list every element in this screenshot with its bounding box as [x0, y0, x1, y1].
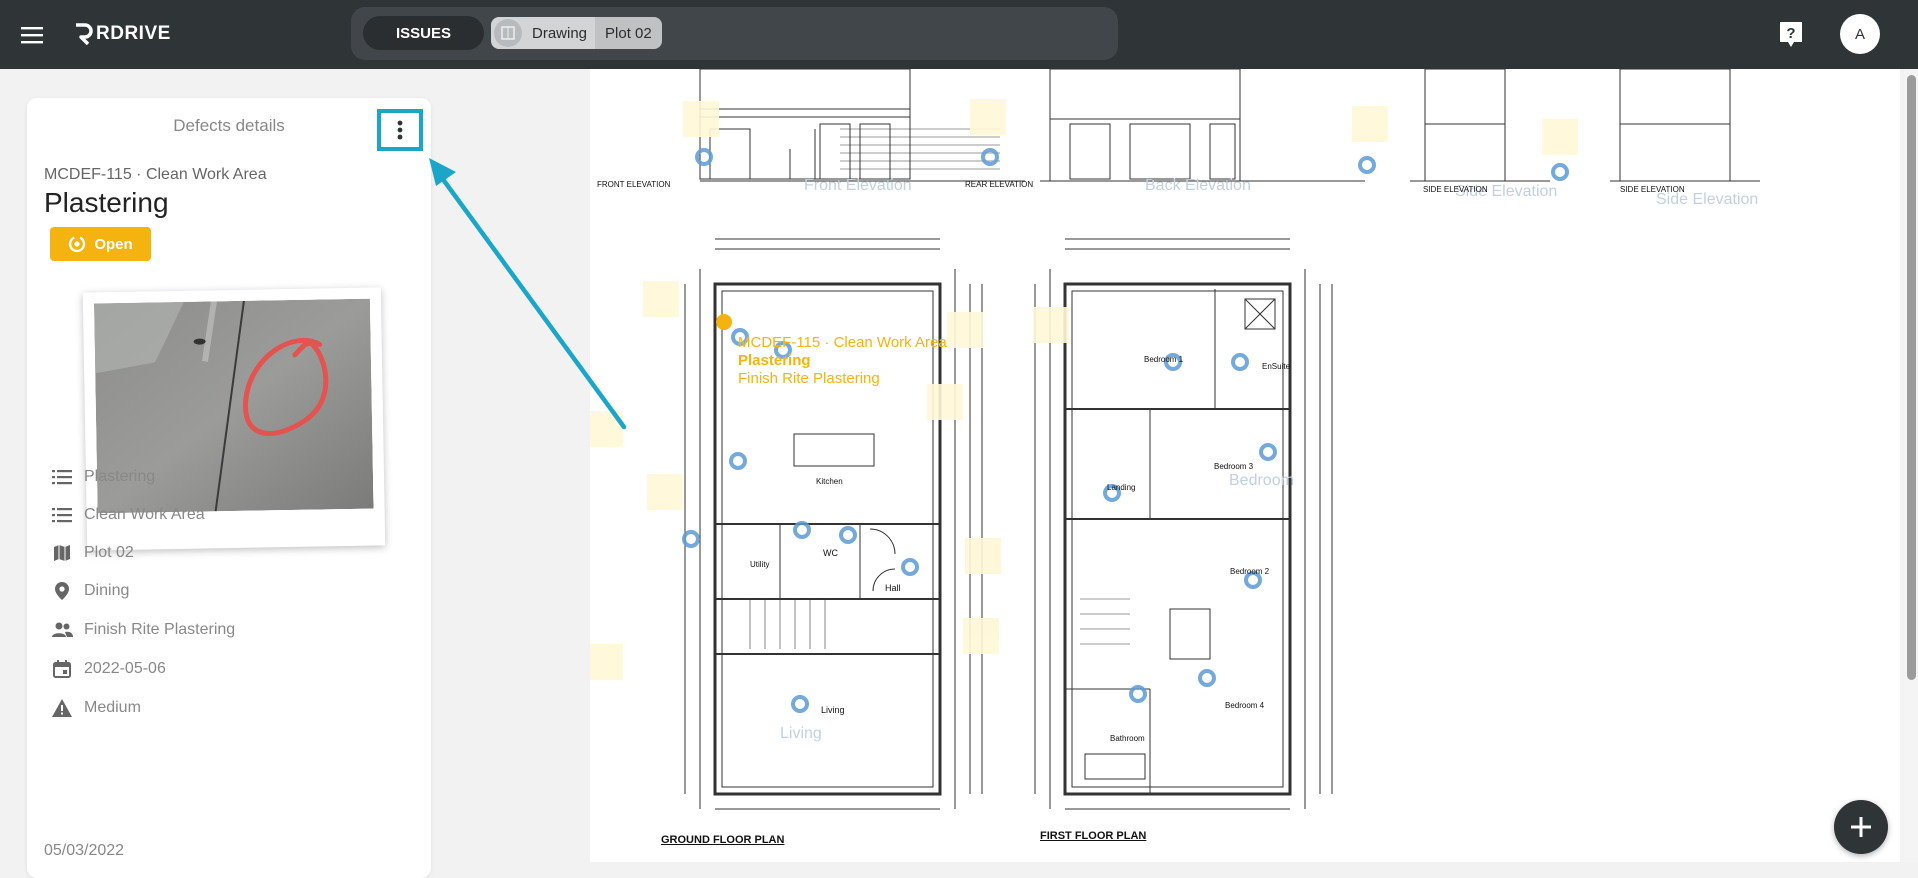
panel-title: Defects details [173, 116, 285, 135]
meta-priority: Medium [50, 694, 141, 722]
meta-value: Clean Work Area [84, 506, 205, 523]
meta-value: Plot 02 [84, 544, 134, 561]
breadcrumb: Drawing Plot 02 [491, 17, 662, 49]
plan-title: GROUND FLOOR PLAN [661, 834, 785, 846]
more-options-button[interactable] [377, 109, 423, 151]
logo-text: RDRIVE [96, 23, 171, 44]
defect-photo[interactable] [82, 287, 386, 551]
created-date: 05/03/2022 [44, 842, 125, 859]
list-icon [50, 503, 74, 527]
room-name: Living [821, 705, 845, 715]
meta-value: Finish Rite Plastering [84, 621, 236, 638]
status-badge[interactable]: Open [50, 227, 151, 261]
elevation-label: Back Elevation [1145, 177, 1251, 194]
calendar-icon [50, 657, 74, 681]
user-avatar[interactable]: A [1840, 14, 1880, 54]
scrollbar-thumb[interactable] [1907, 75, 1916, 680]
elevation-title: REAR ELEVATION [965, 180, 1034, 189]
logo-mark-icon [76, 23, 93, 45]
meta-due-date: 2022-05-06 [50, 655, 166, 683]
defect-photo-image [93, 298, 374, 514]
plan-title: FIRST FLOOR PLAN [1040, 830, 1147, 842]
selected-issue-assignee[interactable]: Finish Rite Plastering [738, 370, 880, 387]
plus-icon [1851, 817, 1871, 837]
app-logo[interactable]: RDRIVE [74, 20, 171, 48]
room-name: Landing [1107, 483, 1136, 492]
hamburger-menu-icon[interactable] [8, 14, 56, 56]
meta-value: Dining [84, 582, 130, 599]
defect-details-panel: Defects details MCDEF-115 · Clean Work A… [27, 98, 431, 878]
selected-issue-title[interactable]: Plastering [738, 352, 811, 369]
room-name: Bedroom 2 [1230, 567, 1270, 576]
map-icon [50, 541, 74, 565]
floor-plan-drawing [590, 69, 1760, 810]
navigation-pill: ISSUES Drawing Plot 02 [351, 7, 1118, 60]
meta-assignee: Finish Rite Plastering [50, 616, 235, 644]
room-name: Bedroom 4 [1225, 701, 1265, 710]
room-name: Bathroom [1110, 734, 1145, 743]
elevation-label: Side Elevation [1455, 183, 1558, 200]
meta-category: Clean Work Area [50, 501, 205, 529]
location-pin-icon [50, 579, 74, 603]
room-name: Bedroom 3 [1214, 462, 1254, 471]
meta-value: Plastering [84, 468, 156, 485]
room-name: WC [823, 548, 838, 558]
breadcrumb-drawing-label: Drawing [532, 24, 588, 42]
room-pin-label: Living [780, 725, 822, 742]
svg-text:?: ? [1786, 25, 1795, 42]
list-icon [50, 465, 74, 489]
meta-value: 2022-05-06 [84, 660, 166, 677]
status-label: Open [94, 235, 133, 253]
elevation-label: Side Elevation [1656, 191, 1759, 208]
meta-location: Dining [50, 577, 129, 605]
top-app-bar: RDRIVE ISSUES Drawing Plot 02 ? A [0, 0, 1918, 69]
elevation-title: SIDE ELEVATION [1620, 185, 1685, 194]
warning-icon [50, 696, 74, 720]
issues-button[interactable]: ISSUES [363, 16, 484, 50]
meta-plot: Plot 02 [50, 539, 134, 567]
breadcrumb-drawing[interactable]: Drawing [491, 17, 596, 49]
issue-reference: MCDEF-115 · Clean Work Area [44, 166, 267, 183]
room-name: Bedroom 1 [1144, 355, 1184, 364]
status-open-icon [69, 235, 86, 253]
selected-issue-reference[interactable]: MCDEF-115 · Clean Work Area [738, 334, 947, 351]
elevation-label: Front Elevation [804, 177, 912, 194]
room-pin-label: Bedroom [1229, 472, 1294, 489]
help-icon[interactable]: ? [1776, 19, 1806, 51]
room-name: EnSuite [1262, 362, 1291, 371]
room-name: Kitchen [816, 477, 843, 486]
add-issue-button[interactable] [1834, 800, 1888, 854]
room-name: Utility [750, 560, 770, 569]
breadcrumb-plot[interactable]: Plot 02 [595, 17, 662, 49]
elevation-title: FRONT ELEVATION [597, 180, 671, 189]
elevation-title: SIDE ELEVATION [1423, 185, 1488, 194]
kebab-menu-icon [397, 120, 403, 140]
issue-title: Plastering [44, 187, 169, 218]
meta-trade: Plastering [50, 463, 155, 491]
drawing-canvas[interactable]: Front Elevation Back Elevation Side Elev… [590, 69, 1900, 862]
room-name: Hall [885, 583, 901, 593]
drawing-thumbnail-icon [494, 19, 522, 47]
people-icon [50, 618, 74, 642]
meta-value: Medium [84, 699, 141, 716]
